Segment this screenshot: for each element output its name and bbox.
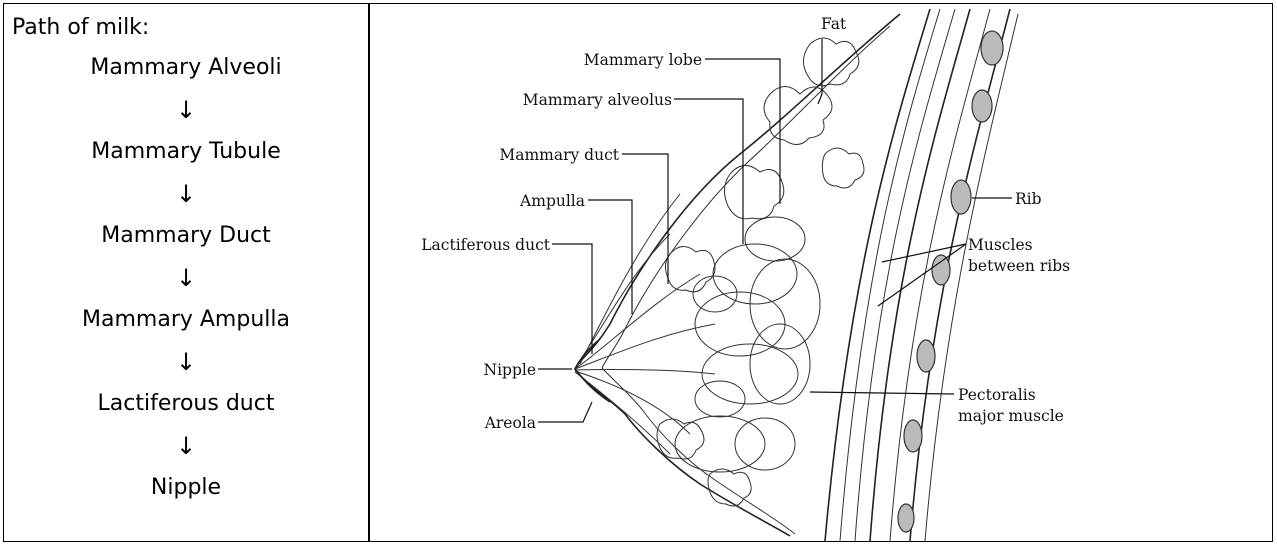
path-title: Path of milk: <box>12 14 149 42</box>
label-mammary-alveolus: Mammary alveolus <box>523 91 672 109</box>
down-arrow-icon: ↓ <box>4 348 368 376</box>
down-arrow-icon: ↓ <box>4 264 368 292</box>
mammary-gland-diagram: Fat Mammary lobe Mammary alveolus Mammar… <box>370 4 1270 541</box>
step-nipple: Nipple <box>4 474 368 502</box>
step-lactiferous-duct: Lactiferous duct <box>4 390 368 418</box>
label-mammary-duct: Mammary duct <box>499 146 619 164</box>
down-arrow-icon: ↓ <box>4 96 368 124</box>
step-mammary-duct: Mammary Duct <box>4 222 368 250</box>
pectoralis-leader <box>810 392 954 394</box>
down-arrow-icon: ↓ <box>4 432 368 460</box>
label-muscles-line1: Muscles <box>968 236 1033 254</box>
label-rib: Rib <box>1015 190 1042 208</box>
mammary-gland-illustration: Fat Mammary lobe Mammary alveolus Mammar… <box>370 4 1270 541</box>
down-arrow-icon: ↓ <box>4 180 368 208</box>
label-muscles-line2: between ribs <box>968 257 1070 275</box>
duct-system <box>575 194 715 454</box>
milk-path-panel: Path of milk: Mammary Alveoli ↓ Mammary … <box>4 4 368 541</box>
step-mammary-tubule: Mammary Tubule <box>4 138 368 166</box>
label-areola: Areola <box>484 414 536 432</box>
areola-leader <box>538 402 592 422</box>
label-nipple: Nipple <box>484 361 537 379</box>
lactiferous-duct-leader <box>552 244 592 354</box>
alveoli-cluster <box>675 217 820 472</box>
step-mammary-ampulla: Mammary Ampulla <box>4 306 368 334</box>
label-ampulla: Ampulla <box>519 192 585 210</box>
label-pectoralis-line2: major muscle <box>958 407 1064 425</box>
label-mammary-lobe: Mammary lobe <box>584 51 702 69</box>
step-mammary-alveoli: Mammary Alveoli <box>4 54 368 82</box>
label-pectoralis-line1: Pectoralis <box>958 386 1036 404</box>
label-lactiferous-duct: Lactiferous duct <box>421 236 551 254</box>
label-fat: Fat <box>821 15 847 33</box>
fat-leader <box>818 39 822 104</box>
